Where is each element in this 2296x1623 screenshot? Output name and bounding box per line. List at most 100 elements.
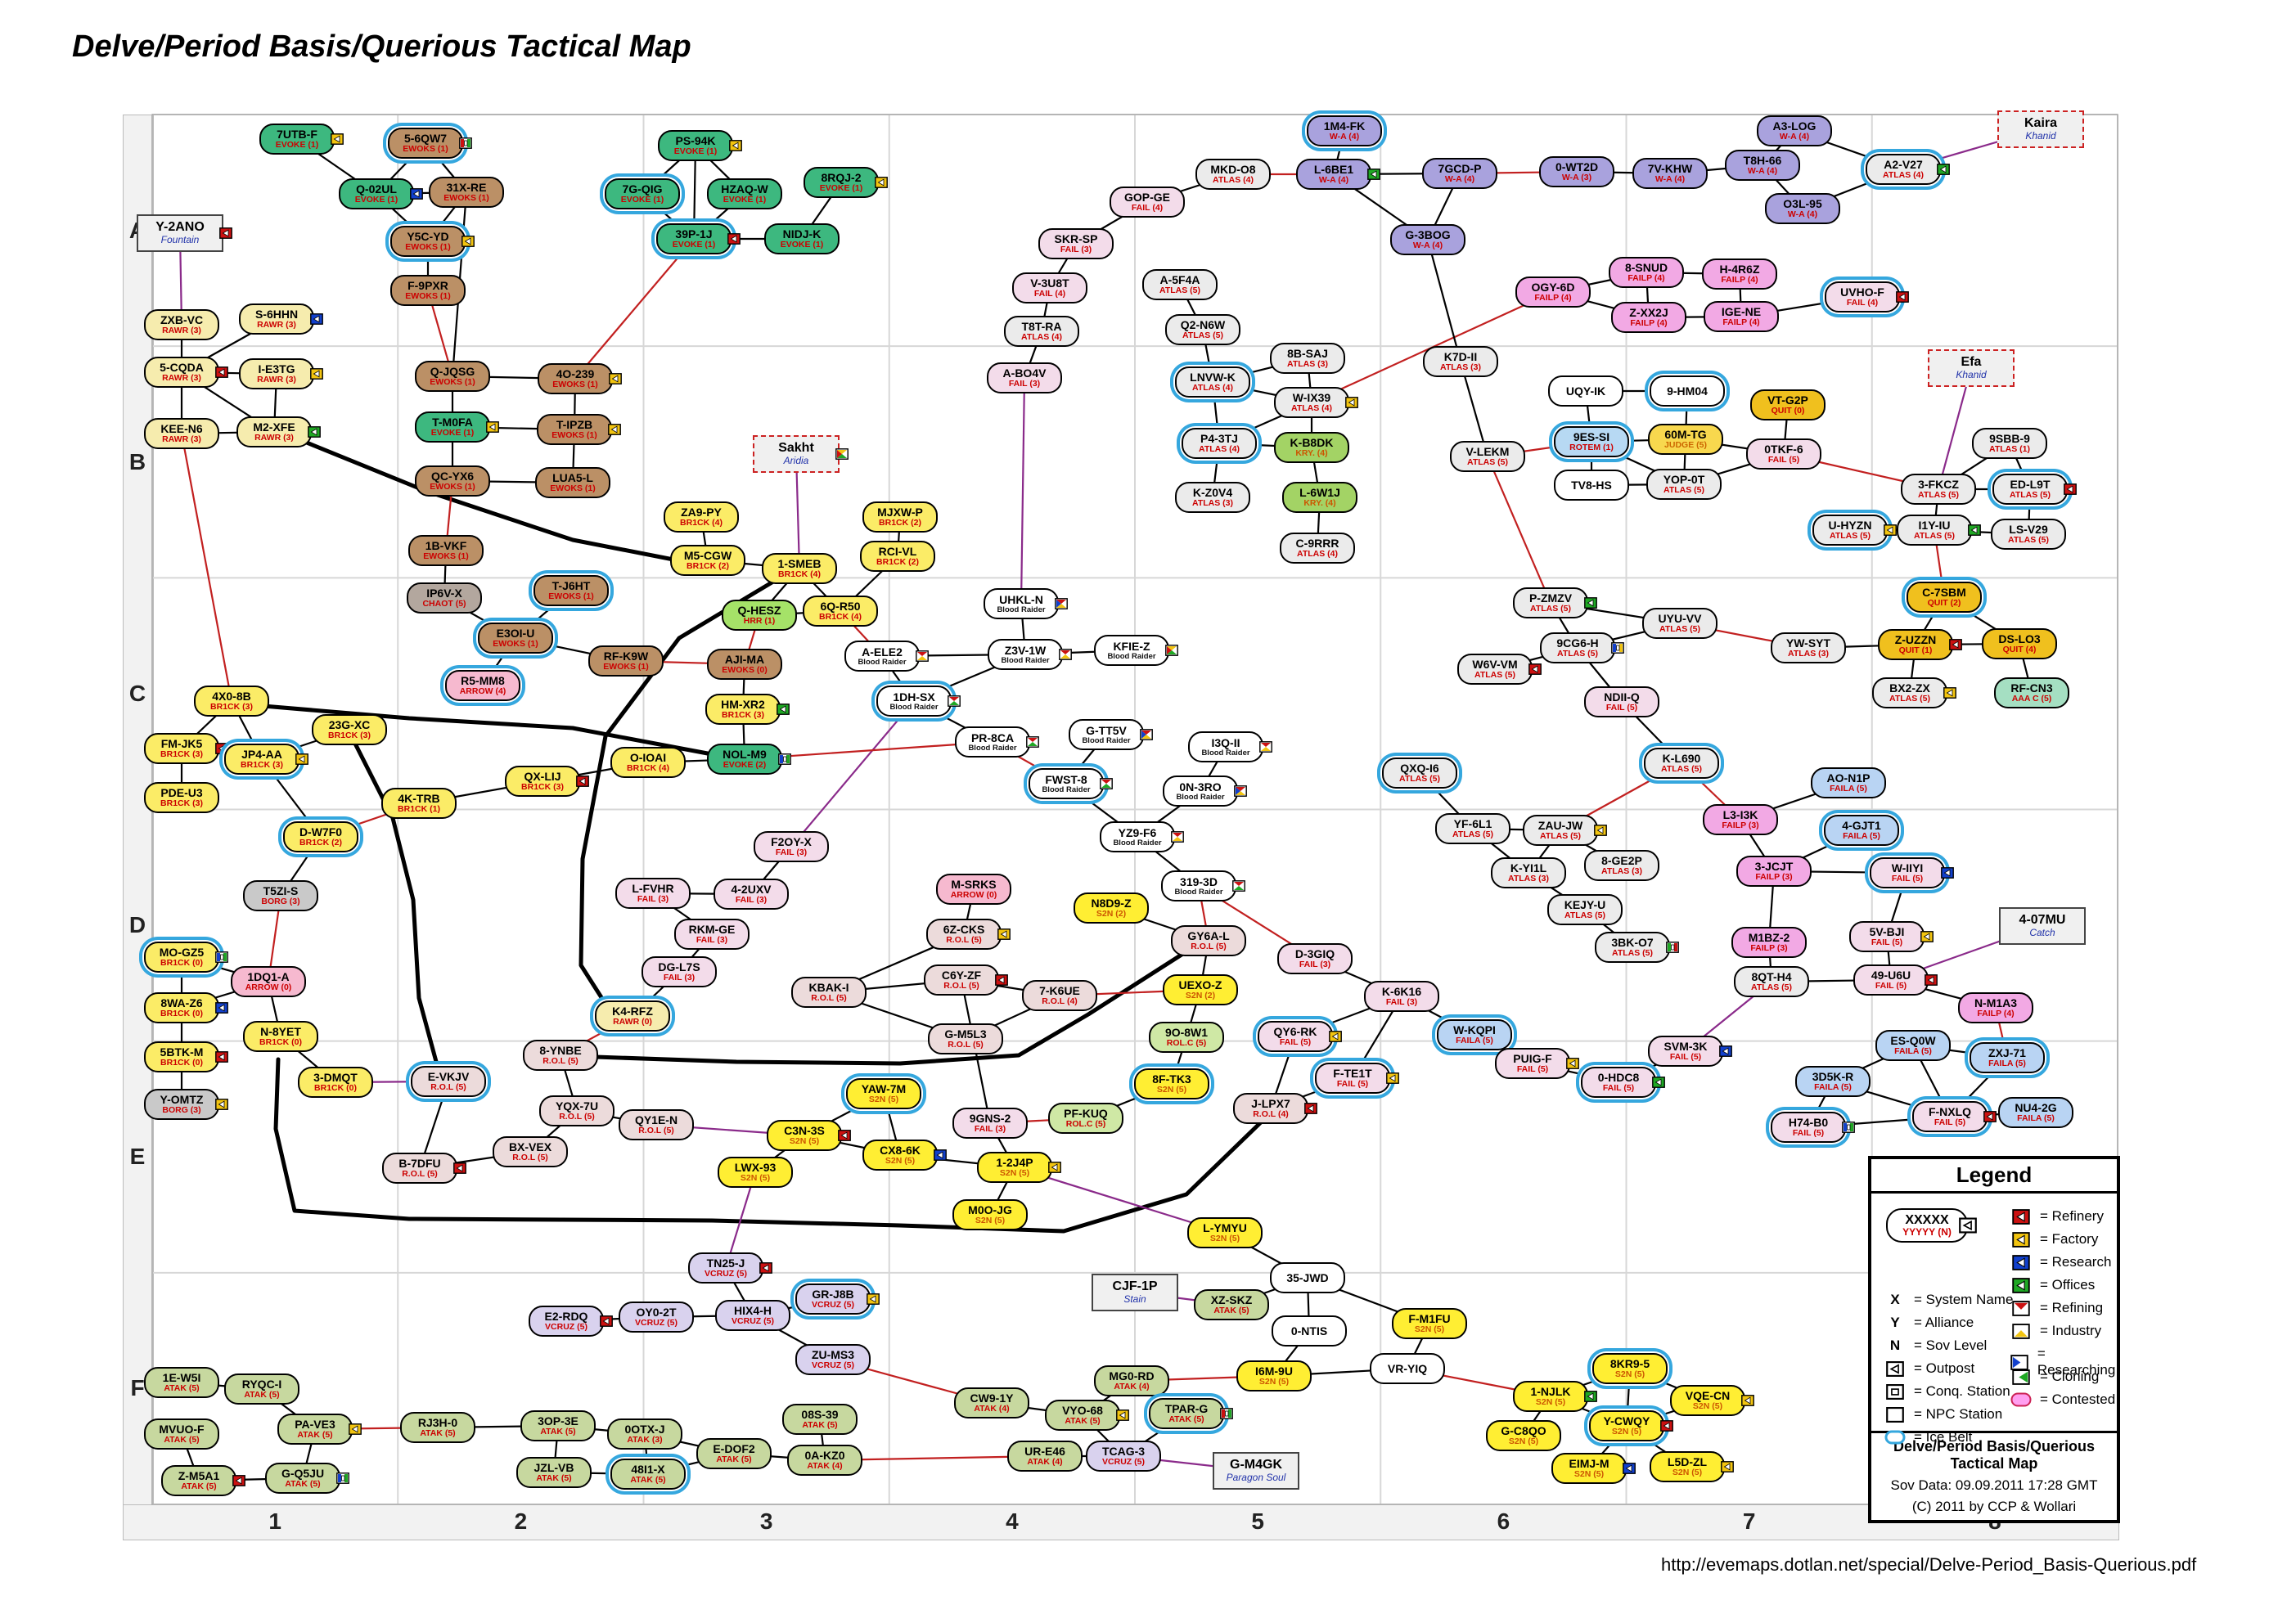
system-node[interactable]: UQY-IK	[1548, 375, 1623, 407]
system-node[interactable]: TV8-HS	[1554, 470, 1629, 501]
